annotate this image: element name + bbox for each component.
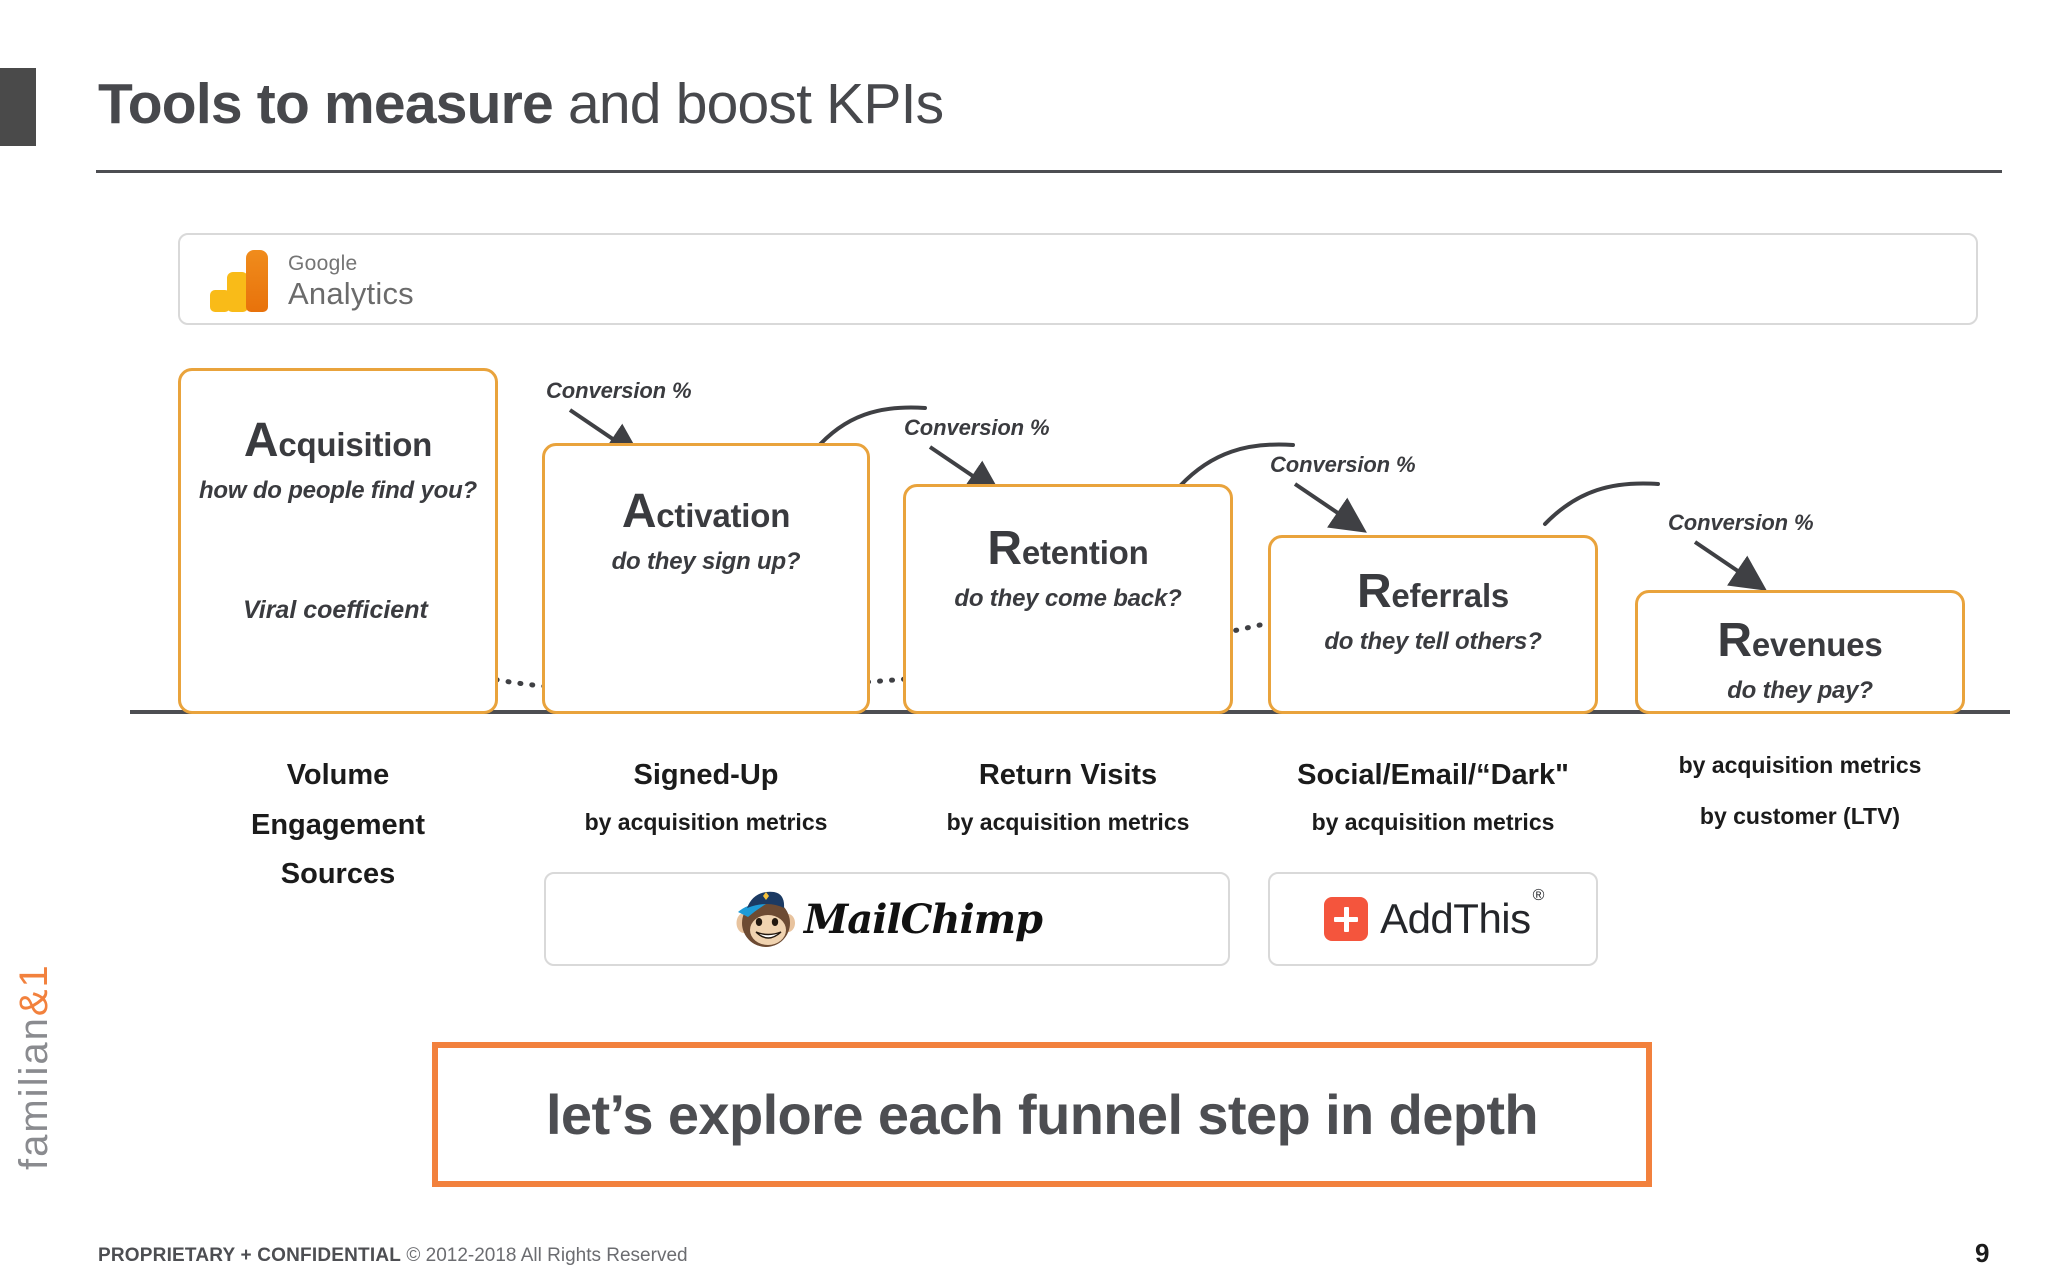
brand-name: familian — [12, 1016, 56, 1170]
cta-text: let’s explore each funnel step in depth — [545, 1083, 1539, 1146]
funnel-step-title: Activation — [621, 485, 791, 538]
conversion-label-4: Conversion % — [1668, 510, 1814, 535]
funnel-step-subtitle: how do people find you? — [198, 477, 478, 504]
metrics-activation: Signed-Up by acquisition metrics — [542, 757, 870, 836]
brand-logo-vertical: familian&1 — [12, 910, 72, 1170]
metrics-revenues: by acquisition metrics by customer (LTV) — [1625, 752, 1975, 830]
page-title-regular: and boost KPIs — [552, 72, 944, 136]
addthis-logo: AddThis® — [1324, 887, 1544, 943]
funnel-step-subtitle: do they sign up? — [611, 548, 801, 575]
viral-coefficient-label: Viral coefficient — [243, 596, 428, 624]
page-number: 9 — [1975, 1238, 1990, 1268]
google-analytics-wordmark: Google Analytics — [288, 253, 414, 309]
funnel-step-title: Retention — [987, 522, 1149, 575]
brand-suffix: &1 — [12, 963, 56, 1017]
mailchimp-wordmark: MailChimp — [804, 895, 1043, 943]
metrics-retention: Return Visits by acquisition metrics — [903, 757, 1233, 836]
conversion-label-2: Conversion % — [904, 415, 1050, 440]
copyright-notice: © 2012-2018 All Rights Reserved — [406, 1245, 688, 1266]
funnel-step-retention[interactable]: Retention do they come back? — [903, 484, 1233, 714]
mailchimp-logo: MailChimp — [732, 886, 1043, 952]
metric-item: Return Visits — [978, 759, 1158, 791]
metrics-referrals: Social/Email/“Dark" by acquisition metri… — [1258, 757, 1608, 836]
metric-item: by customer (LTV) — [1699, 803, 1901, 829]
funnel-step-title: Revenues — [1717, 614, 1883, 667]
metric-note: by acquisition metrics — [1311, 809, 1555, 836]
metric-note: by acquisition metrics — [584, 809, 828, 836]
metric-item: Volume — [286, 759, 390, 791]
page-title: Tools to measure and boost KPIs — [98, 76, 944, 133]
metric-item: Engagement — [250, 809, 426, 842]
ga-word-google: Google — [288, 252, 358, 275]
conversion-label-1: Conversion % — [546, 378, 692, 403]
google-analytics-logo: Google Analytics — [210, 247, 414, 315]
ga-word-analytics: Analytics — [288, 276, 414, 311]
addthis-panel[interactable]: AddThis® — [1268, 872, 1598, 966]
mailchimp-monkey-icon — [736, 891, 795, 947]
funnel-step-subtitle: do they tell others? — [1324, 628, 1542, 655]
mailchimp-panel[interactable]: MailChimp — [544, 872, 1230, 966]
funnel-step-title: Acquisition — [243, 414, 433, 467]
metric-item: Signed-Up — [633, 759, 779, 791]
metric-item: by acquisition metrics — [1678, 752, 1922, 778]
page-title-bold: Tools to measure — [98, 72, 554, 136]
metrics-acquisition: Volume Engagement Sources — [178, 757, 498, 891]
addthis-wordmark: AddThis® — [1380, 887, 1544, 942]
registered-mark: ® — [1532, 887, 1545, 904]
funnel-step-referrals[interactable]: Referrals do they tell others? — [1268, 535, 1598, 714]
conversion-label-3: Conversion % — [1270, 452, 1416, 477]
confidentiality-notice: PROPRIETARY + CONFIDENTIAL — [98, 1245, 402, 1266]
google-analytics-panel[interactable]: Google Analytics — [178, 233, 1978, 325]
funnel-step-acquisition[interactable]: Acquisition how do people find you? — [178, 368, 498, 714]
header-divider — [96, 170, 2002, 173]
funnel-step-revenues[interactable]: Revenues do they pay? — [1635, 590, 1965, 714]
metric-item: Social/Email/“Dark" — [1297, 759, 1569, 791]
header-accent-tab — [0, 68, 36, 146]
funnel-step-title: Referrals — [1356, 565, 1510, 618]
footer: PROPRIETARY + CONFIDENTIAL © 2012-2018 A… — [98, 1245, 688, 1267]
metric-item: Sources — [280, 858, 396, 891]
google-analytics-bars-icon — [210, 250, 274, 312]
funnel-step-subtitle: do they pay? — [1727, 677, 1873, 704]
metric-note: by acquisition metrics — [946, 809, 1190, 836]
funnel-step-activation[interactable]: Activation do they sign up? — [542, 443, 870, 714]
plus-icon — [1324, 897, 1369, 941]
cta-banner[interactable]: let’s explore each funnel step in depth — [432, 1042, 1652, 1187]
funnel-step-subtitle: do they come back? — [954, 585, 1182, 612]
